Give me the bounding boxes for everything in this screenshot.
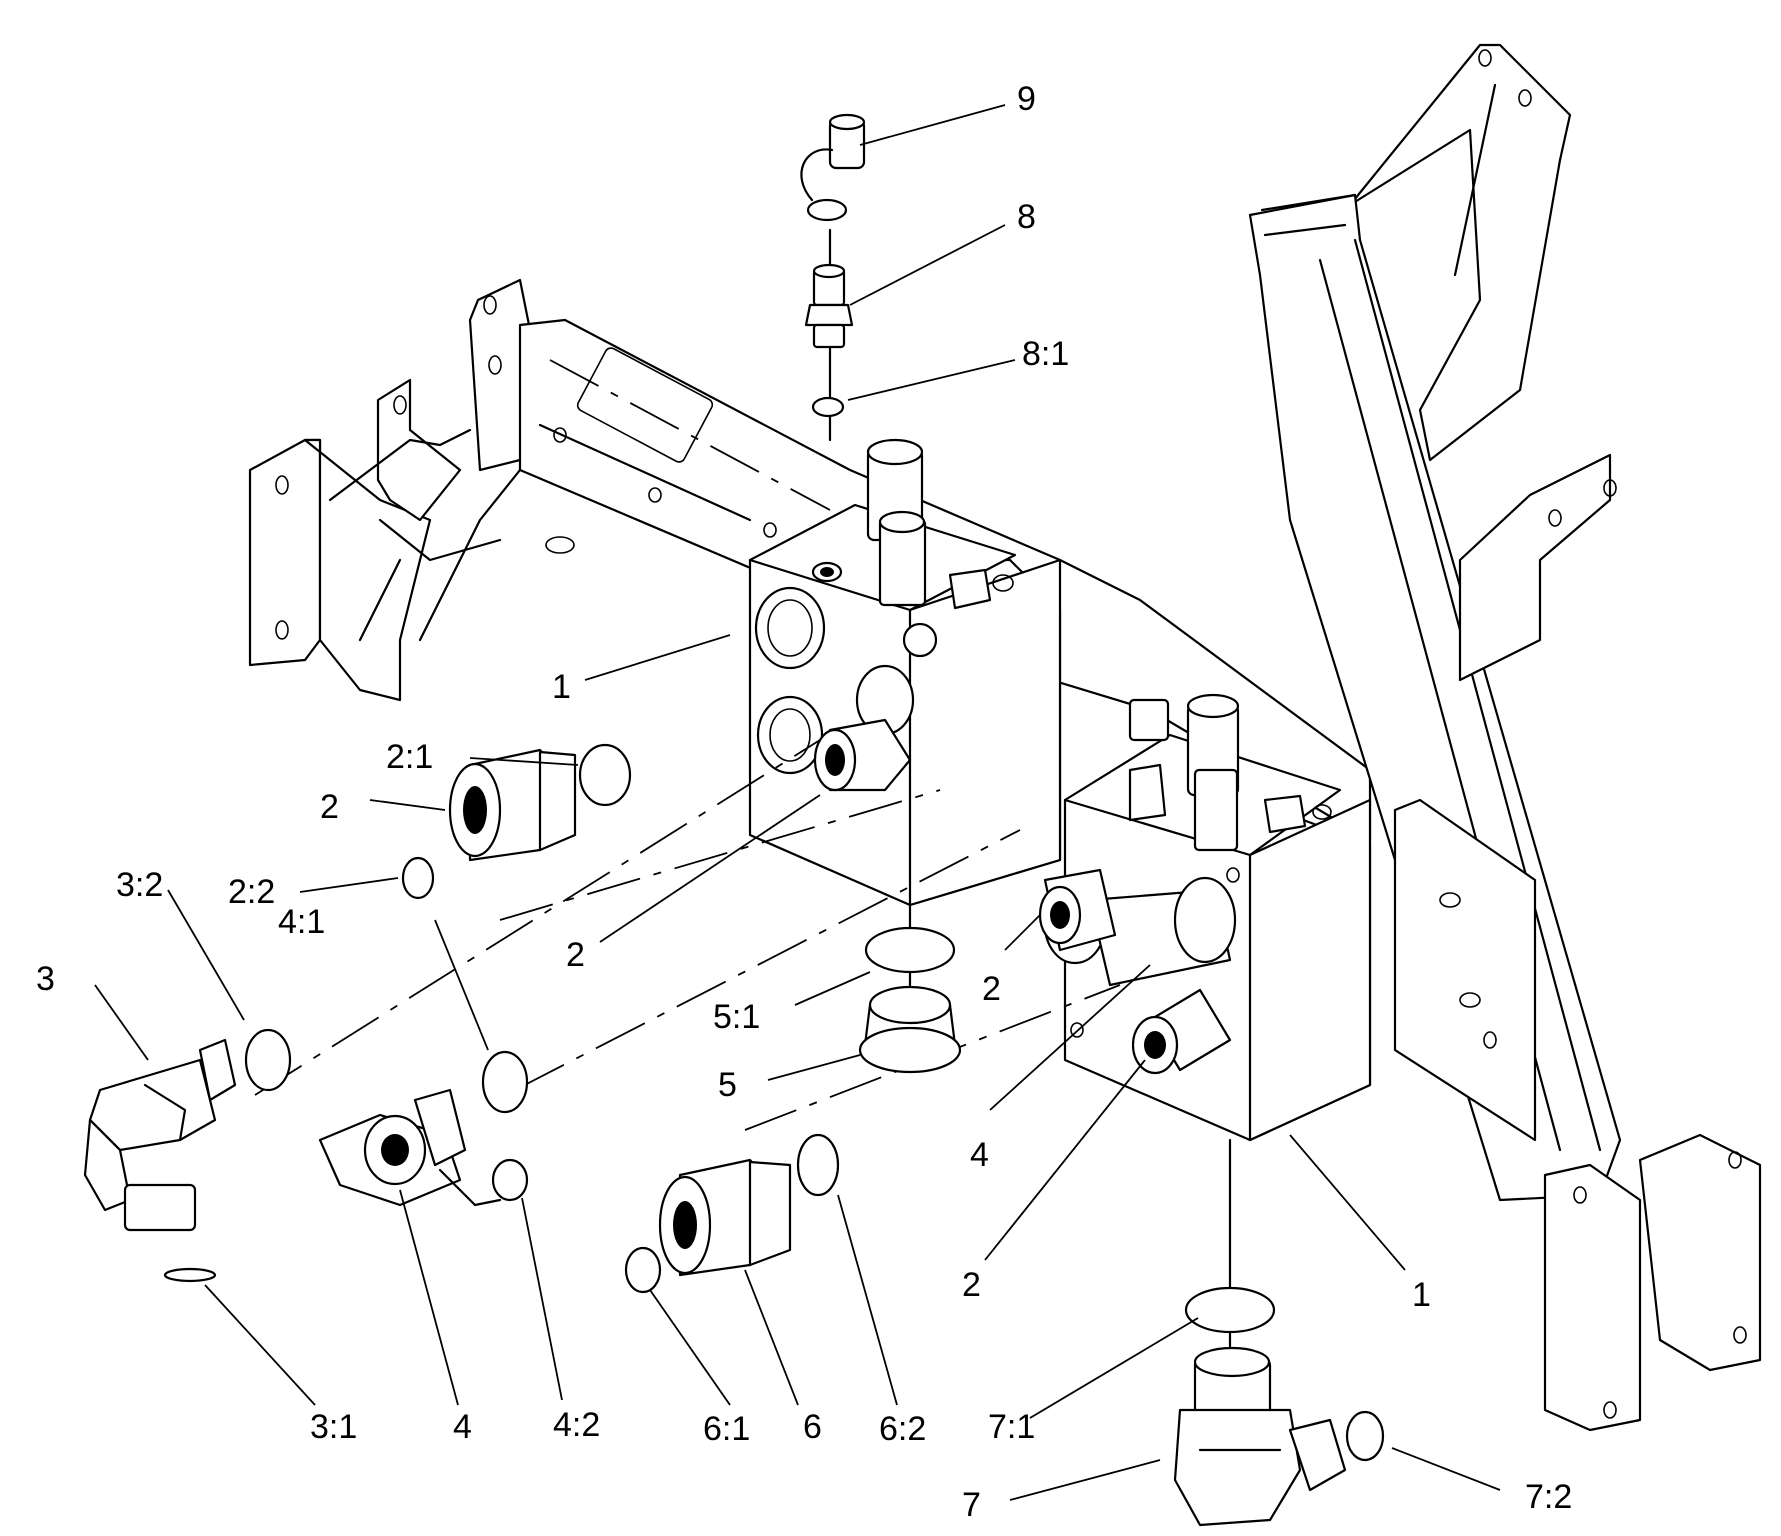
callout-2-lower: 2 <box>962 1266 981 1304</box>
part-5-1-o-ring <box>864 926 956 974</box>
part-3-2-o-ring <box>244 1028 292 1092</box>
callout-6: 6 <box>803 1408 822 1446</box>
lower-valve-block <box>1038 693 1372 1142</box>
callout-3: 3 <box>36 960 55 998</box>
callout-1-upper: 1 <box>552 668 571 706</box>
callout-6-2: 6:2 <box>879 1410 927 1448</box>
callout-8: 8 <box>1017 198 1036 236</box>
callout-2-2: 2:2 <box>228 873 276 911</box>
part-7-2-o-ring <box>1345 1410 1385 1462</box>
part-3-elbow-fitting <box>83 1038 237 1232</box>
callout-8-1: 8:1 <box>1022 335 1070 373</box>
callout-7: 7 <box>962 1486 981 1524</box>
part-7-1-o-ring <box>1184 1286 1276 1334</box>
callout-2-upper: 2 <box>320 788 339 826</box>
callout-2-lower-block: 2 <box>982 970 1001 1008</box>
part-9-dust-cap <box>800 113 866 222</box>
part-4-swivel-tee <box>318 1088 502 1207</box>
part-2-2-o-ring <box>401 856 435 900</box>
left-mounting-bracket <box>248 278 532 702</box>
part-8-1-washer <box>811 396 845 418</box>
upper-valve-block <box>748 438 1062 907</box>
callout-4-loose: 4 <box>453 1408 472 1446</box>
part-3-1-o-ring <box>163 1267 217 1283</box>
part-6-1-o-ring <box>624 1246 662 1294</box>
callout-4-lower-block: 4 <box>970 1136 989 1174</box>
callout-3-1: 3:1 <box>310 1408 358 1446</box>
callout-2-middle: 2 <box>566 936 585 974</box>
part-6-straight-fitting <box>658 1158 792 1277</box>
part-8-test-port <box>804 263 854 349</box>
part-7-elbow-fitting <box>1173 1346 1347 1527</box>
part-5-plug <box>858 985 962 1074</box>
part-4-2-o-ring <box>491 1158 529 1202</box>
callout-6-1: 6:1 <box>703 1410 751 1448</box>
callout-1-lower: 1 <box>1412 1276 1431 1314</box>
callout-9: 9 <box>1017 80 1036 118</box>
callout-7-1: 7:1 <box>988 1408 1036 1446</box>
part-2-straight-fitting <box>448 748 577 862</box>
callout-3-2: 3:2 <box>116 866 164 904</box>
part-2-1-o-ring <box>578 743 632 807</box>
right-frame-assembly <box>1248 43 1762 1432</box>
callout-7-2: 7:2 <box>1525 1478 1573 1516</box>
callout-5-1: 5:1 <box>713 998 761 1036</box>
part-4-1-o-ring <box>481 1050 529 1114</box>
callout-leaders <box>94 104 1501 1501</box>
part-6-2-o-ring <box>796 1133 840 1197</box>
callout-2-1: 2:1 <box>386 738 434 776</box>
callout-5: 5 <box>718 1066 737 1104</box>
callout-4-2: 4:2 <box>553 1406 601 1444</box>
callout-4-1: 4:1 <box>278 903 326 941</box>
